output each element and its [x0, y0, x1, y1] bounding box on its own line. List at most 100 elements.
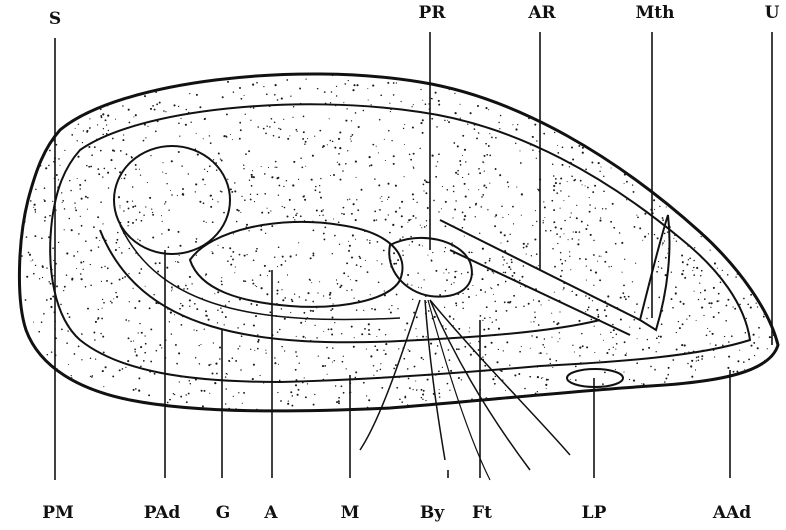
stipple-dot [152, 212, 153, 213]
stipple-dot [743, 298, 745, 300]
stipple-dot [537, 376, 539, 378]
stipple-dot [102, 336, 104, 338]
stipple-dot [263, 383, 264, 384]
stipple-dot [63, 290, 64, 291]
stipple-dot [585, 169, 587, 171]
stipple-dot [246, 224, 248, 226]
stipple-dot [550, 363, 551, 364]
stipple-dot [736, 371, 738, 373]
stipple-dot [244, 199, 246, 201]
stipple-dot [632, 184, 633, 185]
stipple-dot [44, 200, 46, 202]
stipple-dot [354, 337, 355, 338]
stipple-dot [393, 94, 395, 96]
stipple-dot [656, 351, 657, 352]
stipple-dot [279, 329, 281, 331]
stipple-dot [551, 200, 553, 202]
stipple-dot [199, 201, 201, 203]
stipple-dot [282, 256, 284, 258]
stipple-dot [356, 309, 358, 311]
stipple-dot [152, 237, 154, 239]
stipple-dot [704, 289, 706, 291]
stipple-dot [544, 347, 545, 348]
stipple-dot [231, 191, 233, 193]
stipple-dot [615, 349, 616, 350]
stipple-dot [571, 291, 573, 293]
stipple-dot [624, 174, 626, 176]
stipple-dot [197, 251, 198, 252]
stipple-dot [563, 287, 565, 289]
stipple-dot [147, 182, 148, 183]
stipple-dot [353, 297, 354, 298]
stipple-dot [264, 173, 266, 175]
stipple-dot [453, 142, 455, 144]
stipple-dot [278, 247, 280, 249]
stipple-dot [459, 160, 461, 162]
stipple-dot [351, 326, 353, 328]
stipple-dot [253, 364, 255, 366]
stipple-dot [563, 283, 565, 285]
stipple-dot [200, 344, 201, 345]
stipple-dot [285, 260, 287, 262]
stipple-dot [124, 363, 125, 364]
stipple-dot [101, 267, 103, 269]
stipple-dot [654, 369, 656, 371]
stipple-dot [339, 286, 341, 288]
stipple-dot [534, 312, 535, 313]
stipple-dot [343, 207, 345, 209]
stipple-dot [278, 128, 279, 129]
stipple-dot [535, 210, 536, 211]
stipple-dot [407, 283, 409, 285]
stipple-dot [569, 256, 570, 257]
stipple-dot [172, 288, 173, 289]
stipple-dot [327, 144, 328, 145]
stipple-dot [216, 169, 218, 171]
stipple-dot [145, 137, 146, 138]
stipple-dot [264, 193, 266, 195]
stipple-dot [403, 128, 404, 129]
stipple-dot [186, 401, 188, 403]
stipple-dot [241, 98, 243, 100]
stipple-dot [197, 154, 199, 156]
stipple-dot [179, 135, 180, 136]
stipple-dot [364, 230, 366, 232]
stipple-dot [416, 202, 417, 203]
stipple-dot [171, 286, 173, 288]
stipple-dot [277, 392, 278, 393]
label-PM: PM [42, 503, 74, 523]
stipple-dot [416, 81, 418, 83]
stipple-dot [137, 239, 138, 240]
stipple-dot [258, 339, 260, 341]
stipple-dot [302, 382, 304, 384]
stipple-dot [188, 112, 190, 114]
stipple-dot [319, 185, 320, 186]
stipple-dot [204, 169, 205, 170]
stipple-dot [557, 152, 559, 154]
stipple-dot [42, 277, 43, 278]
stipple-dot [401, 401, 403, 403]
stipple-dot [62, 200, 64, 202]
stipple-dot [131, 156, 132, 157]
stipple-dot [460, 164, 462, 166]
stipple-dot [580, 180, 582, 182]
stipple-dot [413, 312, 415, 314]
stipple-dot [728, 356, 730, 358]
stipple-dot [85, 240, 87, 242]
stipple-dot [447, 189, 449, 191]
stipple-dot [152, 105, 154, 107]
stipple-dot [518, 373, 520, 375]
stipple-dot [361, 189, 363, 191]
stipple-dot [277, 99, 279, 101]
stipple-dot [196, 94, 198, 96]
stipple-dot [702, 350, 703, 351]
stipple-dot [242, 403, 243, 404]
stipple-dot [189, 380, 191, 382]
stipple-dot [381, 201, 382, 202]
stipple-dot [670, 226, 671, 227]
stipple-dot [304, 220, 305, 221]
stipple-dot [435, 92, 437, 94]
stipple-dot [367, 88, 368, 89]
stipple-dot [727, 274, 729, 276]
stipple-dot [254, 350, 255, 351]
stipple-dot [297, 394, 299, 396]
